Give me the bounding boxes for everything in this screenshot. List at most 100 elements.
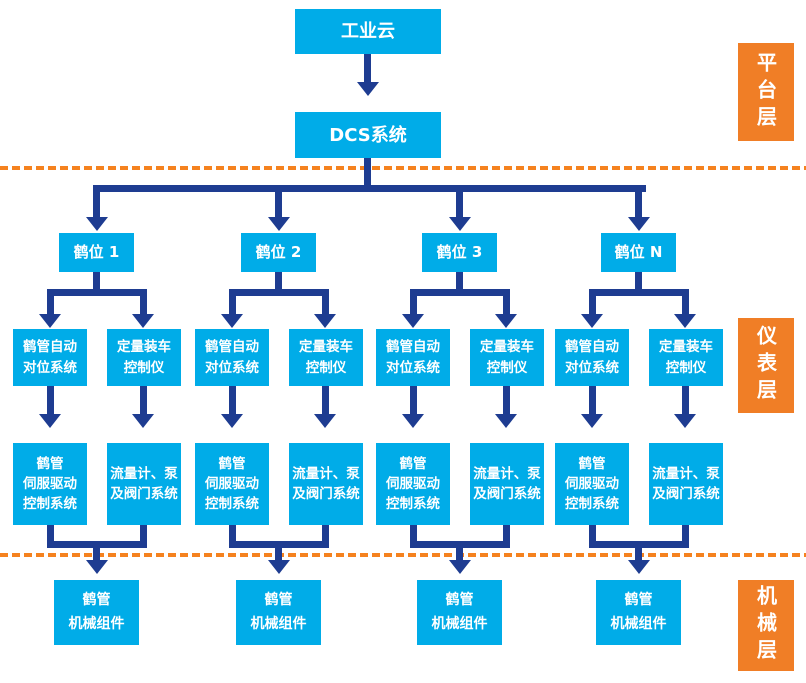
arrow-down-icon: [628, 217, 650, 231]
arrow-down-icon: [581, 314, 603, 328]
connector-stem: [229, 525, 236, 548]
connector-stem: [140, 289, 147, 314]
servo-drive-system-box: 鹤管 伺服驱动 控制系统: [13, 443, 87, 525]
station-box: 鹤位 1: [59, 233, 134, 272]
servo-drive-system-box: 鹤管 伺服驱动 控制系统: [195, 443, 269, 525]
connector-stem: [275, 272, 282, 292]
arrow-down-icon: [449, 217, 471, 231]
connector-bar: [229, 541, 329, 548]
connector-bar: [589, 289, 689, 296]
arrow-down-icon: [314, 414, 336, 428]
arrow-down-icon: [86, 217, 108, 231]
station-box: 鹤位 N: [601, 233, 676, 272]
arrow-down-icon: [495, 414, 517, 428]
flow-pump-valve-system-box: 流量计、泵 及阀门系统: [289, 443, 363, 525]
connector-stem: [410, 289, 417, 314]
connector-stem: [456, 548, 463, 562]
mechanical-assembly-box: 鹤管 机械组件: [596, 580, 681, 645]
arrow-down-icon: [357, 82, 379, 96]
connector-stem: [322, 525, 329, 548]
platform-instrument-divider: [0, 166, 806, 170]
mechanical-assembly-box: 鹤管 机械组件: [236, 580, 321, 645]
arrow-down-icon: [674, 414, 696, 428]
alignment-system-box: 鹤管自动 对位系统: [555, 329, 629, 386]
arrow-down-icon: [402, 314, 424, 328]
connector-stem: [140, 525, 147, 548]
arrow-down-icon: [495, 314, 517, 328]
connector-stem: [93, 185, 100, 217]
connector-stem: [589, 525, 596, 548]
industrial-cloud-box: 工业云: [295, 9, 441, 54]
connector-stem: [140, 386, 147, 414]
connector-bar: [93, 185, 646, 192]
connector-stem: [456, 272, 463, 292]
connector-stem: [503, 525, 510, 548]
layer-label-instrument: 仪表层: [738, 318, 794, 413]
arrow-down-icon: [221, 414, 243, 428]
connector-stem: [682, 289, 689, 314]
arrow-down-icon: [674, 314, 696, 328]
connector-stem: [47, 386, 54, 414]
station-box: 鹤位 2: [241, 233, 316, 272]
connector-stem: [275, 548, 282, 562]
loading-controller-box: 定量装车 控制仪: [470, 329, 544, 386]
arrow-down-icon: [268, 560, 290, 574]
connector-stem: [229, 386, 236, 414]
arrow-down-icon: [132, 314, 154, 328]
connector-stem: [229, 289, 236, 314]
connector-stem: [503, 289, 510, 314]
connector-stem: [456, 185, 463, 217]
arrow-down-icon: [449, 560, 471, 574]
connector-stem: [503, 386, 510, 414]
arrow-down-icon: [628, 560, 650, 574]
connector-stem: [364, 54, 371, 84]
arrow-down-icon: [268, 217, 290, 231]
connector-stem: [635, 185, 642, 217]
arrow-down-icon: [39, 414, 61, 428]
connector-stem: [322, 386, 329, 414]
connector-bar: [229, 289, 329, 296]
dcs-system-box: DCS系统: [295, 112, 441, 158]
alignment-system-box: 鹤管自动 对位系统: [13, 329, 87, 386]
flow-pump-valve-system-box: 流量计、泵 及阀门系统: [649, 443, 723, 525]
layer-label-mechanical: 机械层: [738, 580, 794, 671]
connector-stem: [322, 289, 329, 314]
loading-controller-box: 定量装车 控制仪: [289, 329, 363, 386]
mechanical-assembly-box: 鹤管 机械组件: [54, 580, 139, 645]
instrument-mechanical-divider: [0, 553, 806, 557]
arrow-down-icon: [402, 414, 424, 428]
connector-stem: [275, 185, 282, 217]
flow-pump-valve-system-box: 流量计、泵 及阀门系统: [470, 443, 544, 525]
connector-stem: [410, 386, 417, 414]
connector-bar: [410, 541, 510, 548]
connector-stem: [93, 272, 100, 292]
connector-stem: [635, 272, 642, 292]
connector-stem: [682, 525, 689, 548]
connector-stem: [682, 386, 689, 414]
connector-stem: [93, 548, 100, 562]
mechanical-assembly-box: 鹤管 机械组件: [417, 580, 502, 645]
connector-stem: [410, 525, 417, 548]
connector-stem: [589, 289, 596, 314]
arrow-down-icon: [581, 414, 603, 428]
connector-stem: [589, 386, 596, 414]
servo-drive-system-box: 鹤管 伺服驱动 控制系统: [555, 443, 629, 525]
flow-pump-valve-system-box: 流量计、泵 及阀门系统: [107, 443, 181, 525]
station-box: 鹤位 3: [422, 233, 497, 272]
connector-stem: [635, 548, 642, 562]
connector-bar: [47, 541, 147, 548]
loading-controller-box: 定量装车 控制仪: [107, 329, 181, 386]
arrow-down-icon: [132, 414, 154, 428]
arrow-down-icon: [314, 314, 336, 328]
alignment-system-box: 鹤管自动 对位系统: [195, 329, 269, 386]
alignment-system-box: 鹤管自动 对位系统: [376, 329, 450, 386]
connector-stem: [47, 525, 54, 548]
connector-stem: [47, 289, 54, 314]
layer-label-platform: 平台层: [738, 43, 794, 141]
arrow-down-icon: [39, 314, 61, 328]
connector-bar: [47, 289, 147, 296]
loading-controller-box: 定量装车 控制仪: [649, 329, 723, 386]
connector-stem: [364, 158, 371, 192]
connector-bar: [589, 541, 689, 548]
